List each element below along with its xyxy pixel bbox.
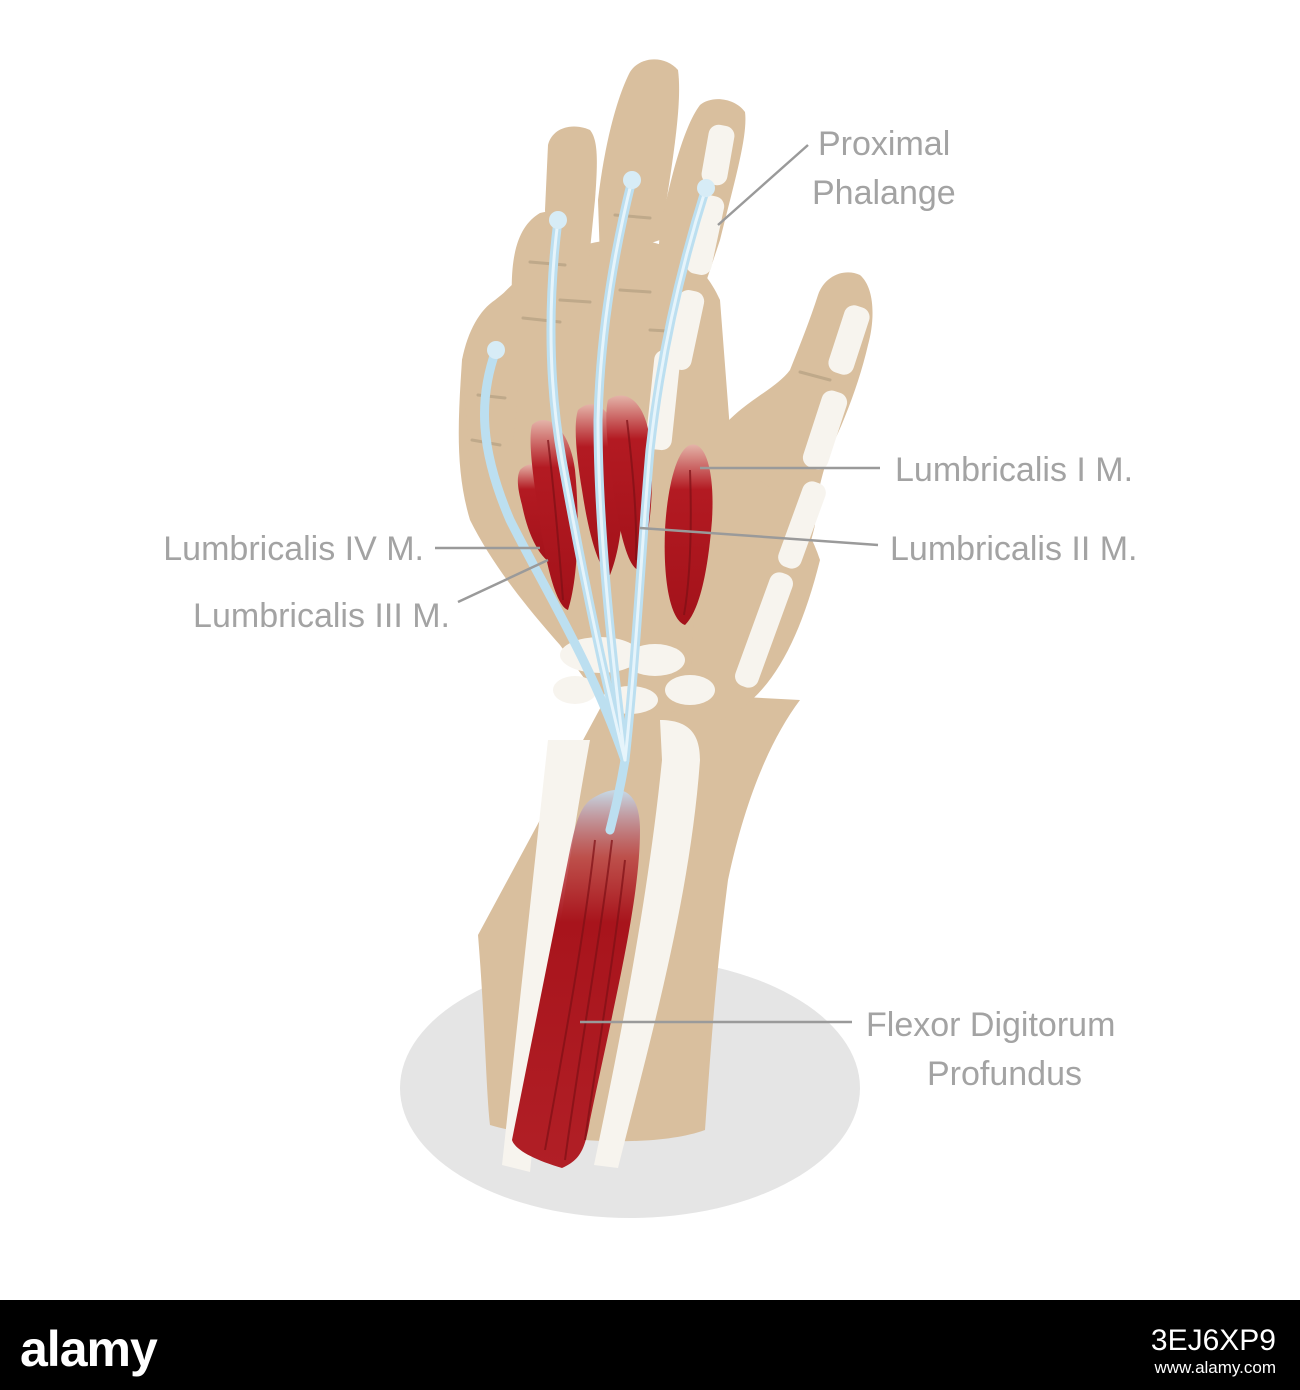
bones: [502, 124, 870, 1172]
flexor-digitorum-profundus-muscle: [512, 790, 640, 1168]
label-flexor-digitorum-line2: Profundus: [927, 1055, 1082, 1093]
leader-lumbricalis-ii: [639, 526, 879, 547]
lumbricalis-i-muscle: [664, 444, 713, 625]
alamy-logo: alamy: [20, 1321, 158, 1377]
label-lumbricalis-iii: Lumbricalis III M.: [193, 597, 450, 635]
label-proximal-phalange-line1: Proximal: [818, 125, 950, 163]
leader-proximal-phalange: [717, 144, 809, 226]
label-lumbricalis-i: Lumbricalis I M.: [895, 451, 1133, 489]
label-lumbricalis-iv: Lumbricalis IV M.: [163, 530, 424, 568]
footer-image-info: 3EJ6XP9 www.alamy.com: [1151, 1324, 1276, 1378]
labels: Proximal Phalange Lumbricalis I M. Lumbr…: [163, 125, 1137, 1093]
tendons: [480, 171, 715, 835]
leader-lumbricalis-iii: [457, 558, 549, 604]
label-flexor-digitorum-line1: Flexor Digitorum: [866, 1006, 1115, 1044]
footer-url: www.alamy.com: [1154, 1358, 1276, 1377]
label-lumbricalis-ii: Lumbricalis II M.: [890, 530, 1138, 568]
leader-lines: [435, 144, 880, 1024]
label-proximal-phalange-line2: Phalange: [812, 174, 956, 212]
hand-anatomy-diagram: Proximal Phalange Lumbricalis I M. Lumbr…: [163, 59, 1138, 1218]
image-id: 3EJ6XP9: [1150, 1324, 1276, 1357]
skin-silhouette: [458, 59, 873, 1142]
stock-footer-bar: alamy 3EJ6XP9 www.alamy.com: [0, 1300, 1300, 1390]
